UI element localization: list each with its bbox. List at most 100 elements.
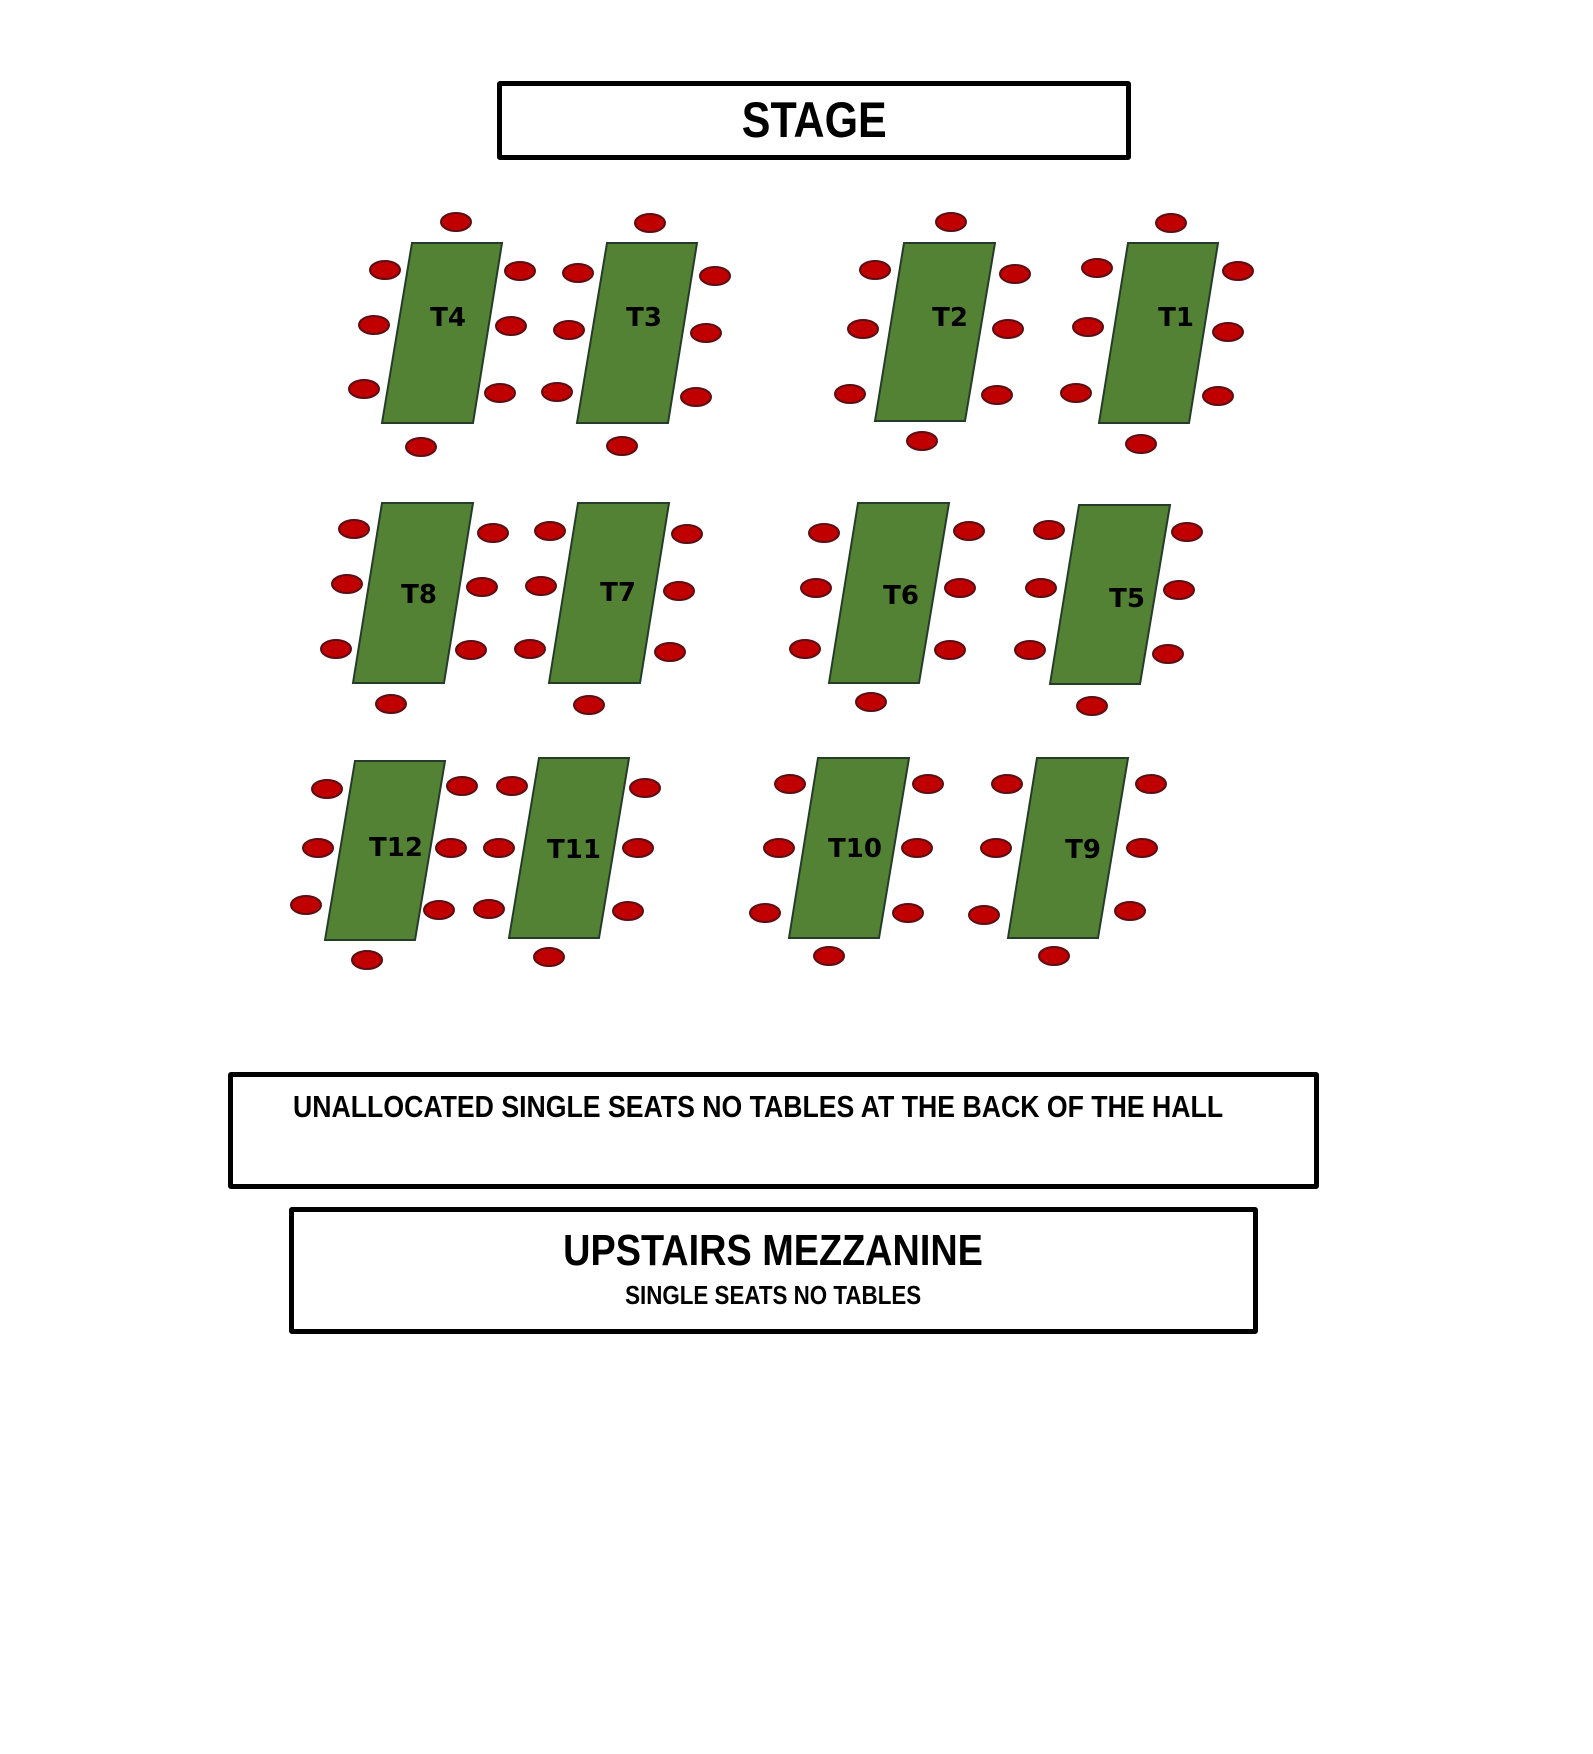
seat[interactable] [423, 900, 455, 920]
seat[interactable] [375, 694, 407, 714]
table-shape[interactable] [1006, 757, 1130, 939]
seat[interactable] [944, 578, 976, 598]
seat[interactable] [1152, 644, 1184, 664]
seat[interactable] [906, 431, 938, 451]
seat[interactable] [1163, 580, 1195, 600]
seat[interactable] [358, 315, 390, 335]
table-shape[interactable] [575, 242, 699, 424]
seat[interactable] [331, 574, 363, 594]
seat[interactable] [953, 521, 985, 541]
seat[interactable] [405, 437, 437, 457]
seat[interactable] [311, 779, 343, 799]
seat[interactable] [562, 263, 594, 283]
table-t4[interactable]: T4 [348, 212, 536, 457]
table-shape[interactable] [380, 242, 504, 424]
seat[interactable] [859, 260, 891, 280]
seat[interactable] [1033, 520, 1065, 540]
table-shape[interactable] [1048, 504, 1172, 685]
seat[interactable] [473, 899, 505, 919]
seat[interactable] [484, 383, 516, 403]
seat[interactable] [808, 523, 840, 543]
table-t5[interactable]: T5 [1014, 504, 1203, 716]
seat[interactable] [435, 838, 467, 858]
seat[interactable] [1126, 838, 1158, 858]
table-shape[interactable] [827, 502, 951, 684]
seat[interactable] [800, 578, 832, 598]
seat[interactable] [1025, 578, 1057, 598]
table-shape[interactable] [787, 757, 911, 939]
table-shape[interactable] [323, 760, 447, 941]
seat[interactable] [654, 642, 686, 662]
seat[interactable] [1081, 258, 1113, 278]
seat[interactable] [495, 316, 527, 336]
seat[interactable] [1222, 261, 1254, 281]
seat[interactable] [351, 950, 383, 970]
seat[interactable] [789, 639, 821, 659]
seat[interactable] [1076, 696, 1108, 716]
seat[interactable] [763, 838, 795, 858]
seat[interactable] [1202, 386, 1234, 406]
seat[interactable] [999, 264, 1031, 284]
seat[interactable] [440, 212, 472, 232]
table-shape[interactable] [873, 242, 997, 422]
seat[interactable] [671, 524, 703, 544]
seat[interactable] [606, 436, 638, 456]
table-t8[interactable]: T8 [320, 502, 509, 714]
seat[interactable] [980, 838, 1012, 858]
seat[interactable] [834, 384, 866, 404]
seat[interactable] [612, 901, 644, 921]
seat[interactable] [912, 774, 944, 794]
seat[interactable] [525, 576, 557, 596]
seat[interactable] [466, 577, 498, 597]
table-shape[interactable] [1097, 242, 1220, 424]
seat[interactable] [348, 379, 380, 399]
seat[interactable] [1114, 901, 1146, 921]
table-shape[interactable] [351, 502, 475, 684]
seat[interactable] [338, 519, 370, 539]
seat[interactable] [1038, 946, 1070, 966]
seat[interactable] [855, 692, 887, 712]
seat[interactable] [553, 320, 585, 340]
table-t2[interactable]: T2 [834, 212, 1031, 451]
seat[interactable] [483, 838, 515, 858]
seat[interactable] [533, 947, 565, 967]
table-t6[interactable]: T6 [789, 502, 985, 712]
seat[interactable] [813, 946, 845, 966]
seat[interactable] [901, 838, 933, 858]
seat[interactable] [690, 323, 722, 343]
seat[interactable] [534, 521, 566, 541]
seat[interactable] [992, 319, 1024, 339]
seat[interactable] [663, 581, 695, 601]
seat[interactable] [290, 895, 322, 915]
seat[interactable] [455, 640, 487, 660]
seat[interactable] [302, 838, 334, 858]
seat[interactable] [446, 776, 478, 796]
seat[interactable] [504, 261, 536, 281]
seat[interactable] [1060, 383, 1092, 403]
seat[interactable] [634, 213, 666, 233]
seat[interactable] [935, 212, 967, 232]
table-t12[interactable]: T12 [290, 760, 478, 970]
table-t1[interactable]: T1 [1060, 213, 1254, 454]
seat[interactable] [1135, 774, 1167, 794]
table-t10[interactable]: T10 [749, 757, 944, 966]
seat[interactable] [981, 385, 1013, 405]
seat[interactable] [1014, 640, 1046, 660]
seat[interactable] [496, 776, 528, 796]
seat[interactable] [892, 903, 924, 923]
table-shape[interactable] [507, 757, 631, 939]
seat[interactable] [1212, 322, 1244, 342]
seat[interactable] [1155, 213, 1187, 233]
seat[interactable] [629, 778, 661, 798]
seat[interactable] [1171, 522, 1203, 542]
seat[interactable] [369, 260, 401, 280]
seat[interactable] [514, 639, 546, 659]
seat[interactable] [622, 838, 654, 858]
seat[interactable] [968, 905, 1000, 925]
seat[interactable] [774, 774, 806, 794]
seat[interactable] [1072, 317, 1104, 337]
table-t7[interactable]: T7 [514, 502, 703, 715]
seat[interactable] [991, 774, 1023, 794]
table-t3[interactable]: T3 [541, 213, 731, 456]
table-shape[interactable] [547, 502, 671, 684]
